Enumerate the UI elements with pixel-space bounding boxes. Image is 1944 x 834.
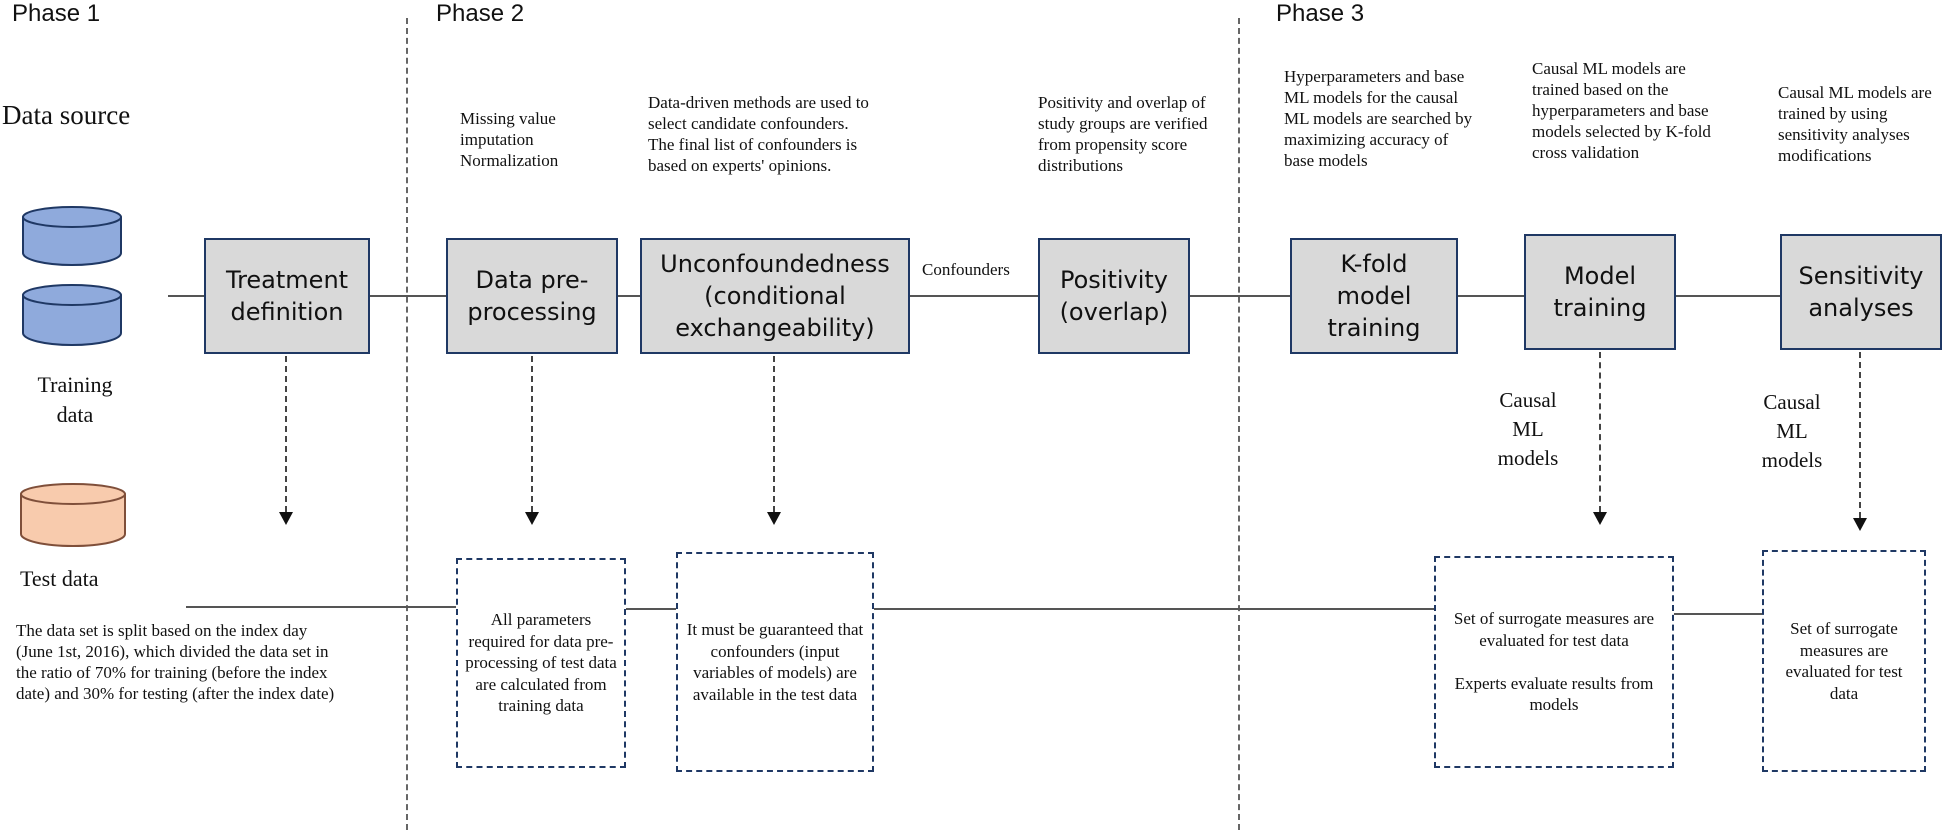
unconfoundedness-output-box: It must be guaranteed that confounders (… [676, 552, 874, 772]
dashed-arrow-line [285, 356, 287, 512]
model-training-note: Causal ML models are trained based on th… [1532, 59, 1711, 162]
positivity-box[interactable]: Positivity (overlap) [1038, 238, 1190, 354]
bottom-flow-line [874, 608, 1434, 610]
arrowhead-icon [1853, 518, 1867, 531]
flow-line [618, 295, 640, 297]
causal-ml-models-label-2: Causal ML models [1761, 390, 1823, 472]
model-training-box[interactable]: Model training [1524, 234, 1676, 350]
dashed-arrow-line [773, 356, 775, 512]
flow-line [1190, 295, 1290, 297]
arrowhead-icon [1593, 512, 1607, 525]
phase-2-heading: Phase 2 [436, 0, 525, 27]
bottom-flow-line [626, 608, 676, 610]
flow-line [1458, 295, 1524, 297]
dashed-arrow-line [1599, 352, 1601, 512]
phase-divider-1 [406, 18, 408, 830]
phase-3-heading: Phase 3 [1276, 0, 1365, 27]
test-data-label: Test data [20, 566, 99, 591]
preprocessing-output-box: All parameters required for data pre-pro… [456, 558, 626, 768]
bottom-flow-line [186, 606, 456, 608]
training-data-label: Training data [37, 372, 113, 427]
training-data-cylinders [22, 206, 122, 346]
flow-line [910, 295, 1038, 297]
unconfoundedness-note: Data-driven methods are used to select c… [648, 93, 869, 175]
positivity-note: Positivity and overlap of study groups a… [1038, 93, 1208, 175]
flow-line [168, 295, 204, 297]
sensitivity-analyses-box[interactable]: Sensitivity analyses [1780, 234, 1942, 350]
kfold-note: Hyperparameters and base ML models for t… [1284, 67, 1473, 170]
training-cylinder-top [22, 206, 122, 266]
data-source-title: Data source [2, 100, 131, 130]
test-data-cylinder [20, 483, 126, 547]
kfold-training-box[interactable]: K-fold model training [1290, 238, 1458, 354]
phase-divider-2 [1238, 18, 1240, 830]
model-training-output-box: Set of surrogate measures are evaluated … [1434, 556, 1674, 768]
bottom-flow-line [1674, 613, 1762, 615]
split-note: The data set is split based on the index… [16, 621, 335, 703]
unconfoundedness-box[interactable]: Unconfoundedness (conditional exchangeab… [640, 238, 910, 354]
dashed-arrow-line [1859, 352, 1861, 518]
flow-line [370, 295, 446, 297]
confounders-label: Confounders [922, 260, 1010, 279]
arrowhead-icon [767, 512, 781, 525]
sensitivity-note: Causal ML models are trained by using se… [1778, 83, 1932, 165]
flow-line [1676, 295, 1780, 297]
causal-ml-models-label-1: Causal ML models [1497, 388, 1559, 470]
dashed-arrow-line [531, 356, 533, 512]
arrowhead-icon [525, 512, 539, 525]
data-preprocessing-box[interactable]: Data pre- processing [446, 238, 618, 354]
treatment-definition-box[interactable]: Treatment definition [204, 238, 370, 354]
training-cylinder-bottom [22, 284, 122, 346]
arrowhead-icon [279, 512, 293, 525]
sensitivity-output-box: Set of surrogate measures are evaluated … [1762, 550, 1926, 772]
preprocessing-note: Missing value imputation Normalization [460, 109, 559, 170]
phase-1-heading: Phase 1 [12, 0, 101, 27]
